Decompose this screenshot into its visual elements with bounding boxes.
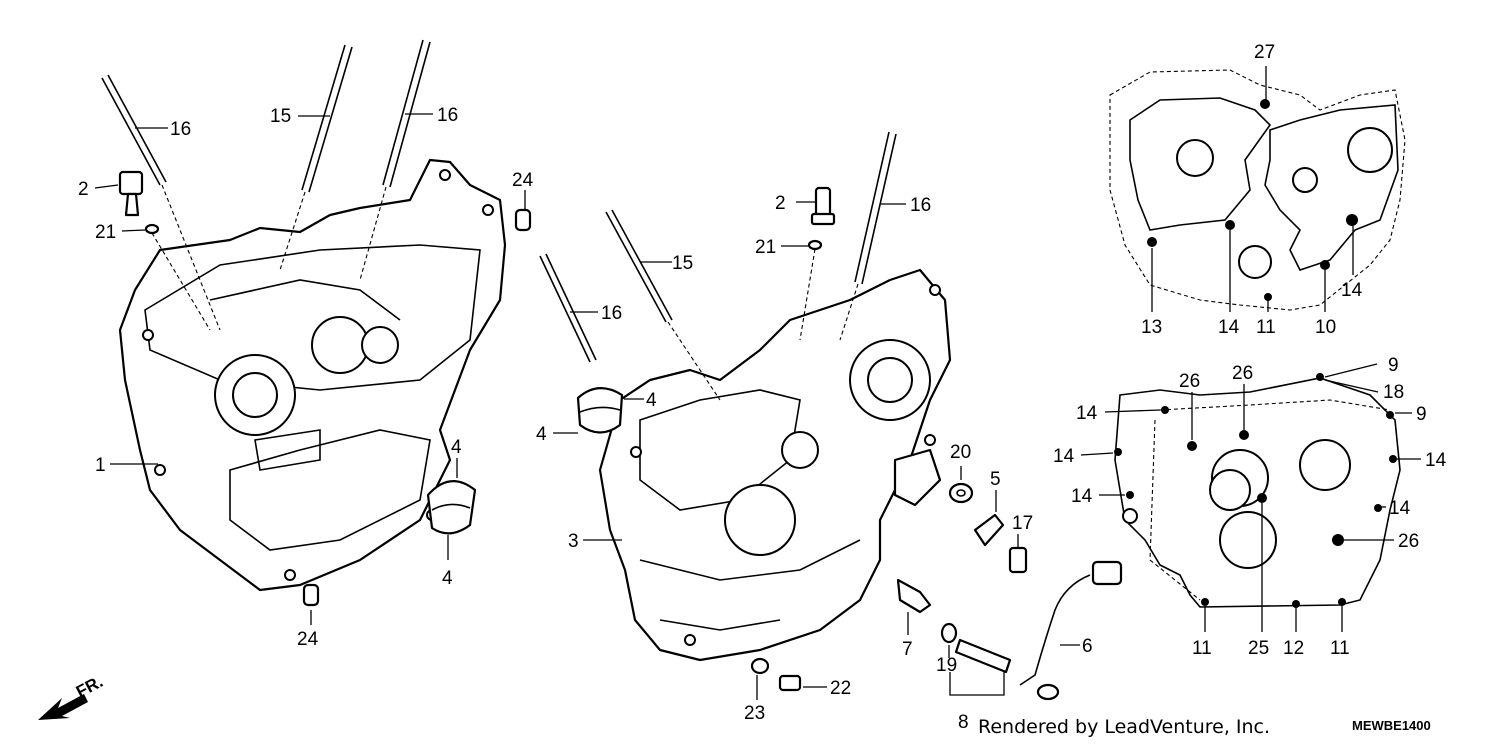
callout-19: 19 [936,655,957,676]
callout-13: 13 [1141,317,1162,338]
callout-4: 4 [646,390,657,411]
callout-14: 14 [1071,486,1093,507]
callout-26: 26 [1232,363,1253,384]
callout-16: 16 [910,195,931,216]
small-hardware-parts [750,482,1123,701]
right-crankcase-half [598,268,952,662]
callout-15: 15 [672,253,693,274]
callout-15: 15 [270,106,291,127]
callout-11: 11 [1192,638,1212,659]
callout-22: 22 [830,678,851,699]
callout-7: 7 [902,639,913,660]
callout-8: 8 [958,712,969,733]
callout-2: 2 [78,179,89,200]
callout-24: 24 [297,629,319,650]
callout-14: 14 [1425,450,1447,471]
callout-16: 16 [437,105,458,126]
callout-3: 3 [568,531,579,552]
callout-4: 4 [536,424,547,445]
gasket-lower [1114,373,1401,608]
gasket-upper [1109,69,1406,311]
callout-17: 17 [1012,513,1033,534]
stud-bolts-right [539,131,897,401]
callout-2: 2 [775,193,786,214]
callout-24: 24 [512,170,534,191]
callout-14: 14 [1053,446,1075,467]
callout-9: 9 [1416,404,1427,425]
stud-bolts-left [101,39,431,331]
callout-14: 14 [1076,403,1098,424]
callout-14: 14 [1389,498,1411,519]
callout-18: 18 [1383,382,1404,403]
callout-21: 21 [95,222,116,243]
callout-16: 16 [170,119,191,140]
bearing-shell-left [426,480,477,535]
dowel-pins-left [302,208,532,607]
callout-26: 26 [1179,371,1200,392]
callout-27: 27 [1254,42,1275,63]
rendered-by-credit: Rendered by LeadVenture, Inc. [978,716,1270,738]
callout-5: 5 [990,469,1001,490]
callout-23: 23 [744,703,765,724]
diagram-code: MEWBE1400 [1352,718,1431,733]
callout-12: 12 [1283,638,1304,659]
switch-and-washer-center [799,186,836,341]
callout-10: 10 [1315,317,1336,338]
callout-11: 11 [1256,317,1276,338]
callout-21: 21 [755,237,776,258]
left-crankcase-half [118,158,507,592]
callout-14: 14 [1341,280,1363,301]
callout-1: 1 [95,455,106,476]
front-direction-arrow: FR. [38,672,106,720]
callout-4: 4 [442,568,453,589]
callout-11: 11 [1330,638,1350,659]
callout-25: 25 [1248,638,1269,659]
callout-20: 20 [950,442,971,463]
callout-4: 4 [451,437,462,458]
callout-14: 14 [1218,317,1240,338]
callout-16: 16 [601,303,622,324]
front-direction-label: FR. [73,672,106,702]
switch-and-washer-left [118,170,211,331]
callout-6: 6 [1082,636,1093,657]
bearing-shells-center [576,387,624,434]
callout-26: 26 [1398,531,1419,552]
leader-lines [94,66,1421,700]
callout-9: 9 [1388,355,1399,376]
callout-labels: 16 15 16 2 21 24 1 4 4 24 2 16 21 15 16 … [78,42,1447,733]
